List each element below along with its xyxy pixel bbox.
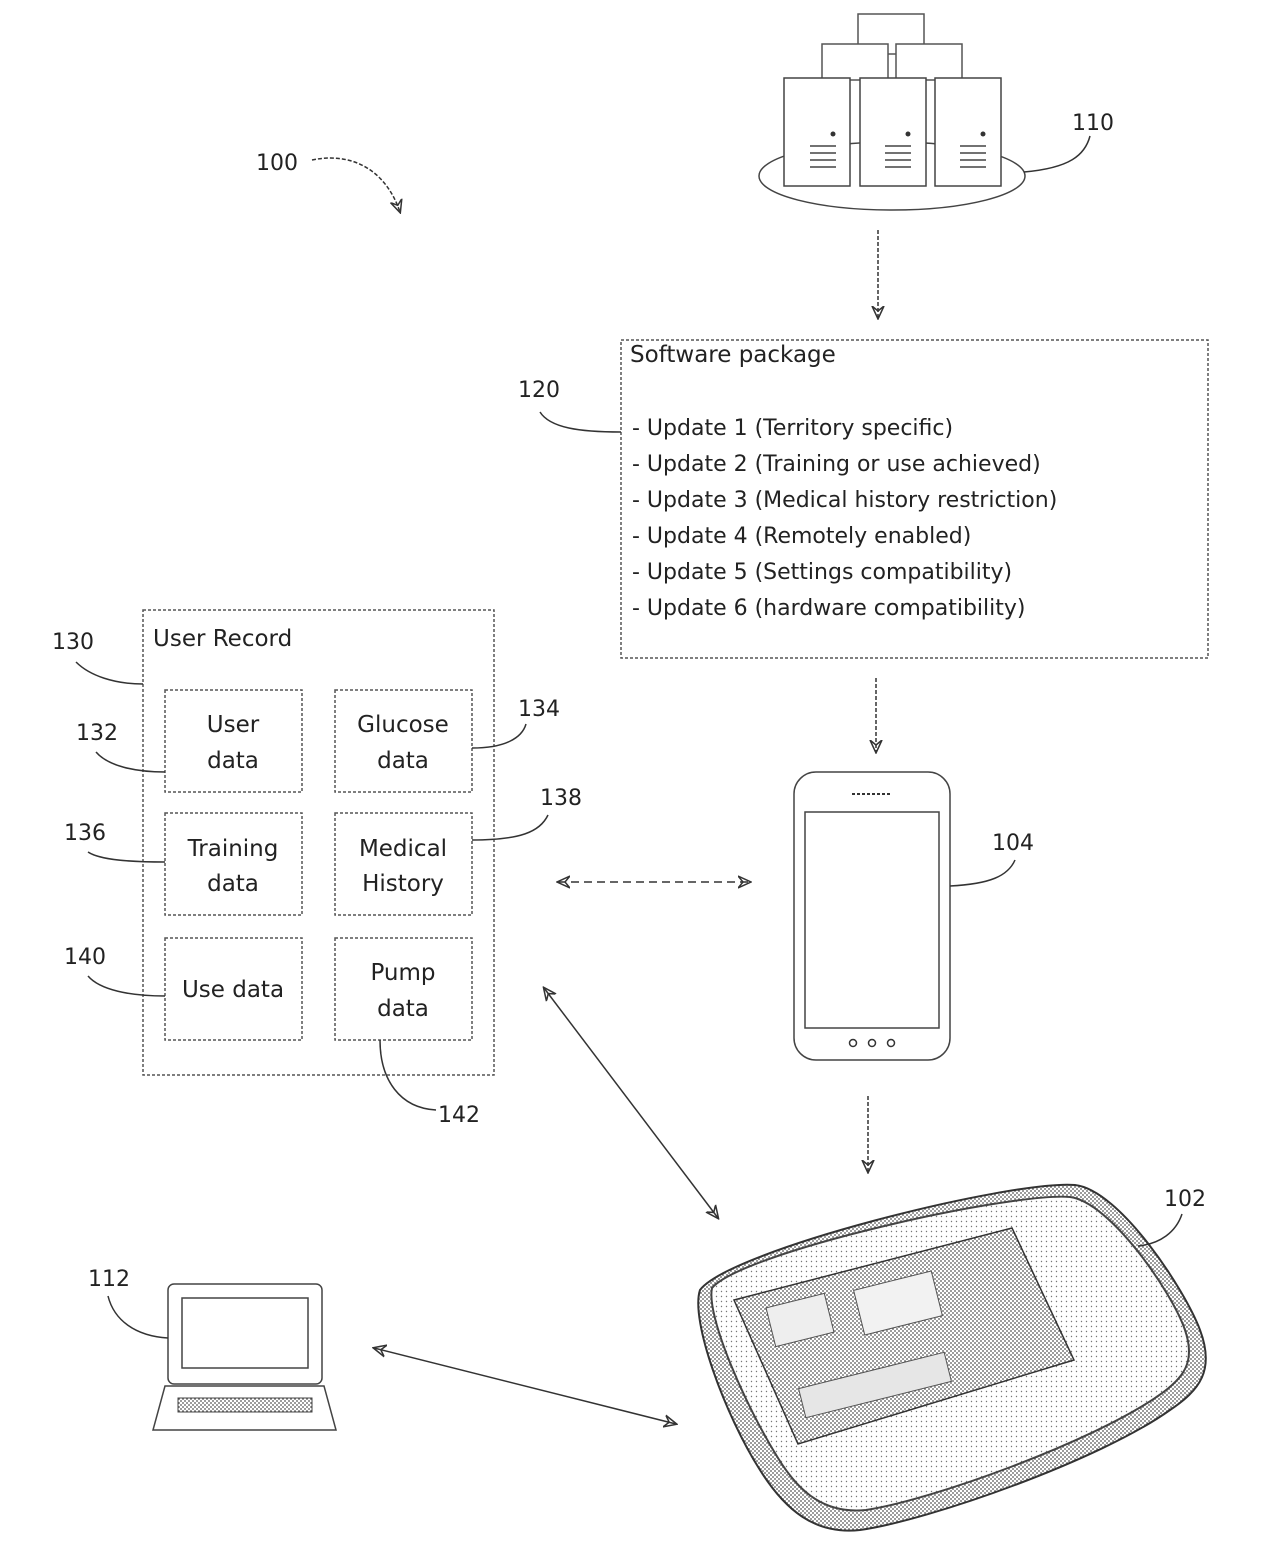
- smartphone-icon: [794, 772, 950, 1060]
- ref-glucose-data: 134: [518, 697, 560, 722]
- laptop-icon: [153, 1284, 336, 1430]
- ref-user-data: 132: [76, 721, 118, 746]
- ref-system: 100: [256, 151, 298, 176]
- ref-training-data: 136: [64, 821, 106, 846]
- update-line: - Update 4 (Remotely enabled): [632, 524, 971, 549]
- update-line: - Update 3 (Medical history restriction): [632, 488, 1057, 513]
- update-line: - Update 6 (hardware compatibility): [632, 596, 1026, 621]
- pump-data-cell: Pump data: [335, 938, 472, 1040]
- update-line: - Update 5 (Settings compatibility): [632, 560, 1012, 585]
- ref-system-pointer: [312, 158, 400, 212]
- arrow-computer-pump: [374, 1348, 676, 1424]
- ref-medical-history: 138: [540, 786, 582, 811]
- ref-use-data: 140: [64, 945, 106, 970]
- cell-label: Glucose: [357, 712, 449, 738]
- ref-server-leader: [1024, 136, 1090, 172]
- software-package-title: Software package: [630, 342, 836, 368]
- ref-computer: 112: [88, 1267, 130, 1292]
- user-record-title: User Record: [153, 626, 292, 652]
- ref-user-record-leader: [76, 662, 143, 684]
- ref-pump-device: 102: [1164, 1187, 1206, 1212]
- cell-label: Medical: [359, 836, 447, 862]
- glucose-data-cell: Glucose data: [335, 690, 472, 792]
- update-line: - Update 2 (Training or use achieved): [632, 452, 1041, 477]
- ref-server: 110: [1072, 111, 1114, 136]
- ref-software-package-leader: [540, 412, 621, 432]
- ref-pump-data: 142: [438, 1103, 480, 1128]
- arrow-record-pump: [544, 988, 718, 1218]
- ref-mobile-device: 104: [992, 831, 1034, 856]
- user-data-cell: User data: [165, 690, 302, 792]
- cell-label: Pump: [370, 960, 435, 986]
- use-data-cell: Use data: [165, 938, 302, 1040]
- cell-label: data: [207, 871, 259, 897]
- cell-label: data: [377, 996, 429, 1022]
- ref-computer-leader: [108, 1296, 168, 1338]
- medical-history-cell: Medical History: [335, 813, 472, 915]
- training-data-cell: Training data: [165, 813, 302, 915]
- ref-mobile-device-leader: [950, 860, 1015, 886]
- cell-label: History: [362, 871, 444, 897]
- cell-label: data: [377, 748, 429, 774]
- cell-label: Use data: [182, 977, 284, 1003]
- cell-label: User: [207, 712, 260, 738]
- server-cluster-icon: [759, 14, 1025, 210]
- ref-user-record: 130: [52, 630, 94, 655]
- cell-label: Training: [187, 836, 279, 862]
- cell-label: data: [207, 748, 259, 774]
- insulin-pump-icon: [698, 1185, 1206, 1531]
- ref-software-package: 120: [518, 378, 560, 403]
- update-line: - Update 1 (Territory specific): [632, 416, 953, 441]
